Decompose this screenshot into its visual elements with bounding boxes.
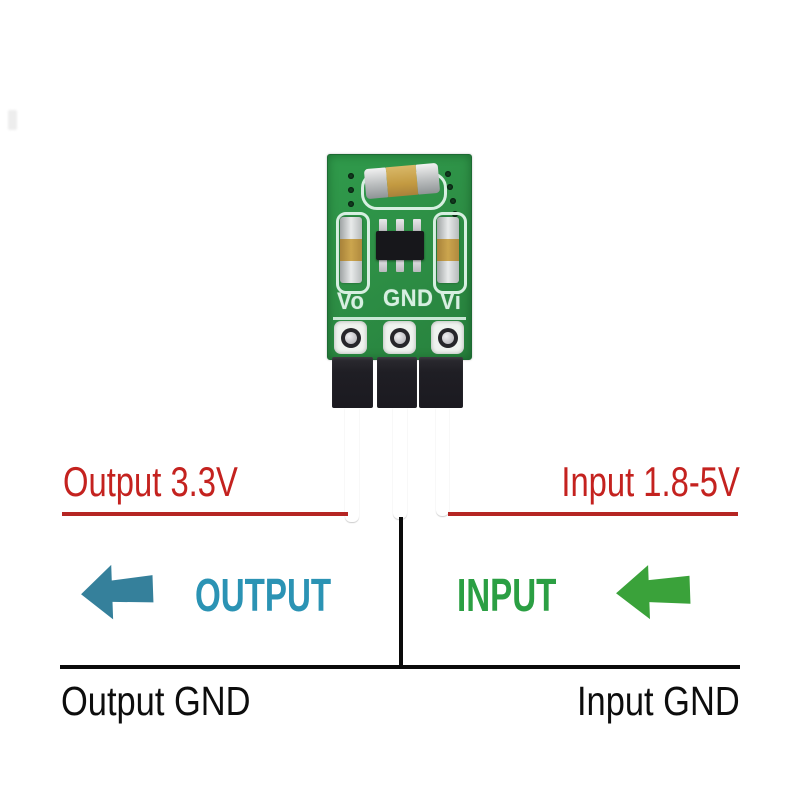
ic-lead	[413, 219, 421, 233]
capacitor-body	[437, 239, 459, 261]
ic-lead	[379, 219, 387, 233]
pin-head	[344, 331, 357, 344]
capacitor-terminal	[437, 261, 459, 283]
silkscreen-label-vi: Vi	[440, 288, 462, 315]
pad-hole	[389, 327, 410, 348]
gnd-vertical-line	[399, 517, 403, 667]
silkscreen-divider	[333, 317, 466, 320]
pcb-board: Vo GND Vi	[327, 154, 472, 360]
capacitor-terminal	[340, 261, 362, 283]
output-gnd-label: Output GND	[61, 678, 251, 724]
capacitor-body	[340, 239, 362, 261]
silkscreen-outline-capacitor-right	[433, 212, 467, 294]
output-voltage-label: Output 3.3V	[63, 458, 238, 505]
gnd-horizontal-line	[60, 665, 740, 669]
input-voltage-label: Input 1.8-5V	[561, 458, 740, 505]
via-hole	[447, 184, 453, 190]
pin-head	[441, 331, 454, 344]
output-voltage-line	[62, 512, 348, 516]
pad-vi	[431, 321, 464, 354]
input-direction-label: INPUT	[457, 569, 557, 621]
capacitor-terminal	[340, 217, 362, 239]
pin-header-left	[332, 357, 373, 408]
inductor-body	[385, 164, 419, 198]
pin-vi	[436, 407, 449, 516]
pin-head	[393, 331, 406, 344]
pin-header-right	[419, 357, 463, 408]
regulator-ic	[376, 231, 424, 260]
pad-hole	[340, 327, 361, 348]
capacitor-terminal	[437, 217, 459, 239]
pad-hole	[437, 327, 458, 348]
output-direction-label: OUTPUT	[195, 569, 332, 621]
pad-gnd	[383, 321, 416, 354]
inductor-component	[363, 162, 441, 200]
ic-lead	[413, 258, 421, 272]
input-voltage-line	[448, 512, 738, 516]
input-arrow-icon	[616, 565, 691, 620]
via-hole	[348, 187, 354, 193]
ic-lead	[396, 219, 404, 233]
photo-artifact	[8, 110, 17, 130]
output-arrow-icon	[81, 564, 154, 620]
inductor-terminal	[415, 162, 441, 195]
capacitor-left	[340, 217, 362, 283]
via-hole	[348, 201, 354, 207]
ic-lead	[396, 258, 404, 272]
pin-header-middle	[377, 357, 417, 408]
via-hole	[348, 173, 354, 179]
pin-vo	[345, 407, 359, 522]
silkscreen-label-gnd: GND	[383, 285, 434, 312]
pad-vo	[334, 321, 367, 354]
silkscreen-outline-capacitor-left	[336, 212, 370, 294]
input-gnd-label: Input GND	[577, 678, 740, 724]
ic-lead	[379, 258, 387, 272]
pin-gnd	[393, 407, 407, 519]
silkscreen-label-vo: Vo	[337, 288, 365, 315]
inductor-terminal	[363, 167, 389, 200]
via-hole	[445, 171, 451, 177]
via-hole	[450, 198, 456, 204]
capacitor-right	[437, 217, 459, 283]
